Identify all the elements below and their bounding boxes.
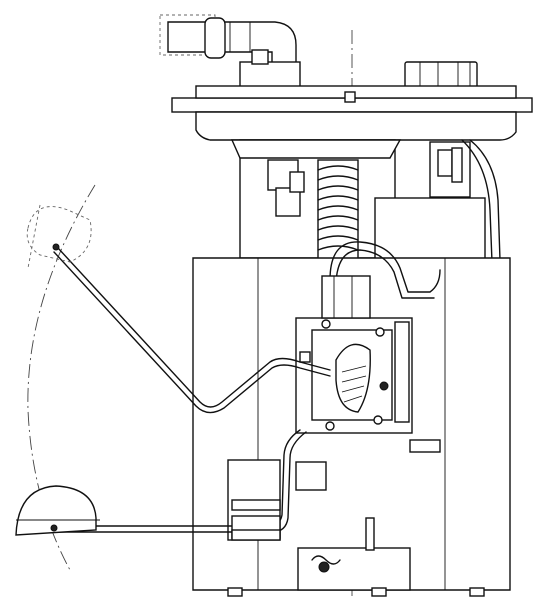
float-full-position — [26, 204, 92, 269]
fuel-level-sender — [295, 275, 413, 434]
pump-housing — [230, 139, 501, 263]
fuel-outlet-elbow — [159, 14, 301, 88]
sender-wire — [329, 241, 441, 293]
electrical-connector — [404, 61, 478, 89]
mounting-flange — [171, 85, 533, 141]
coil-spring — [317, 159, 359, 261]
float-empty-position — [15, 485, 100, 536]
float-arm — [53, 247, 331, 541]
